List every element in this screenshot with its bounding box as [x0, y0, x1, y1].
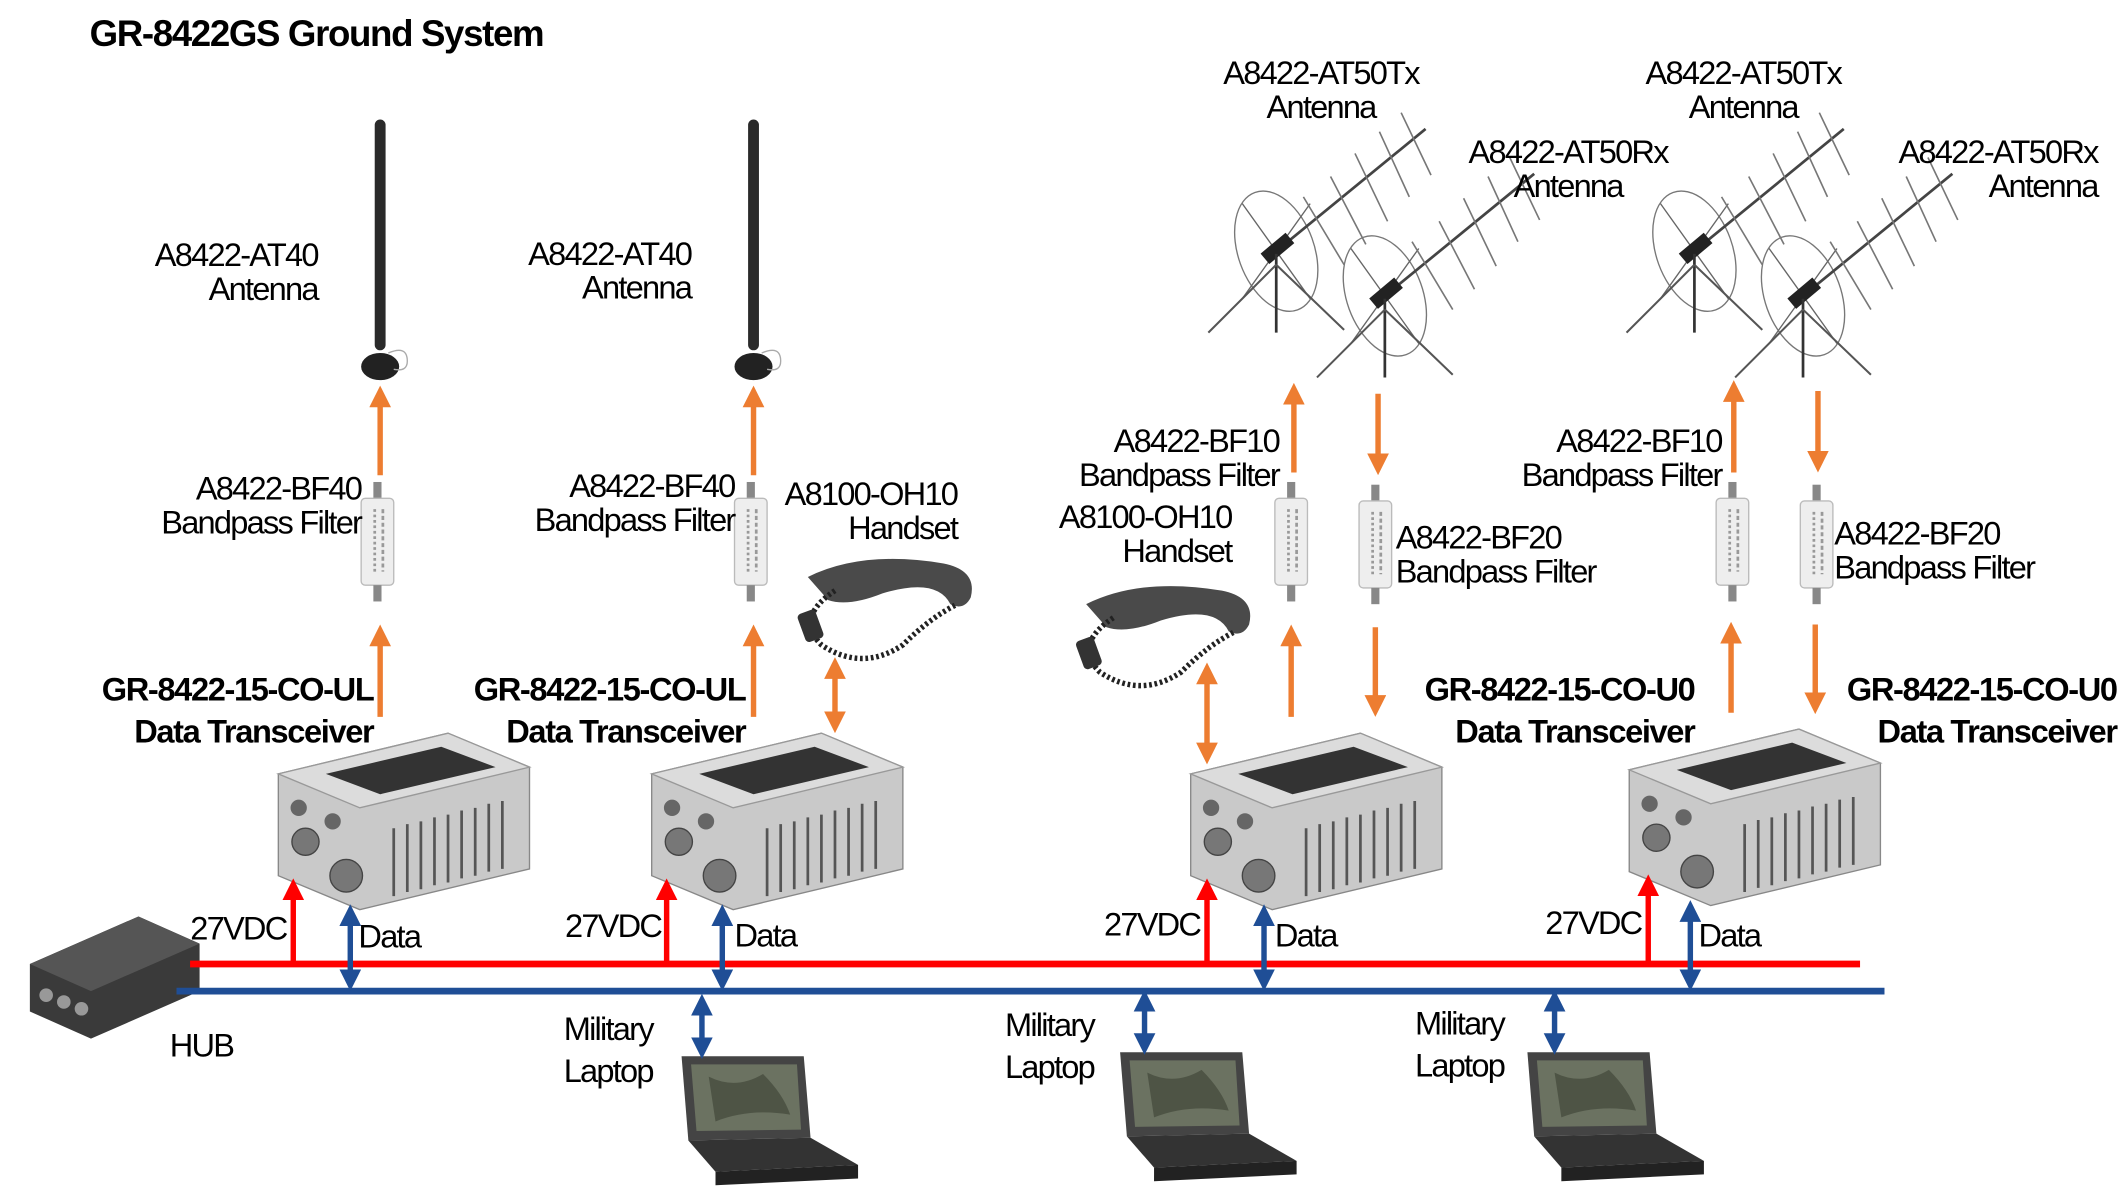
laptop-label-line2: Laptop — [563, 1053, 655, 1091]
power-label: 27VDC — [190, 911, 288, 948]
laptop-label-line1: Military — [563, 1011, 655, 1049]
data-label: Data — [1698, 917, 1762, 955]
transceiver-type: Data Transceiver — [1455, 714, 1695, 751]
filter-model: A8422-BF40 — [195, 471, 363, 508]
filter-type: Bandpass Filter — [1834, 549, 2036, 587]
filter-model: A8422-BF10 — [1556, 423, 1723, 461]
antenna-image — [360, 118, 408, 381]
filter-model: A8422-BF40 — [569, 468, 736, 506]
power-label: 27VDC — [1545, 905, 1643, 943]
data-label: Data — [358, 919, 422, 956]
data-label: Data — [1274, 917, 1339, 955]
filter-model: A8422-BF10 — [1113, 423, 1281, 461]
filter-model: A8422-BF20 — [1395, 519, 1563, 557]
antenna-type: Antenna — [1688, 89, 1800, 127]
antenna-image — [733, 118, 782, 381]
transceiver-label-1: GR-8422-15-CO-UL Data Transceiver — [101, 669, 375, 753]
power-label: 27VDC — [1103, 906, 1202, 944]
transceiver-model: GR-8422-15-CO-UL — [101, 672, 375, 709]
handset-model: A8100-OH10 — [784, 476, 959, 514]
antenna-model: A8422-AT50Tx — [1645, 55, 1842, 93]
filter-type: Bandpass Filter — [1079, 457, 1281, 495]
hub-label: HUB — [169, 1027, 235, 1065]
transceiver-label-2: GR-8422-15-CO-UL Data Transceiver — [473, 669, 747, 753]
antenna-model: A8422-AT50Rx — [1898, 134, 2099, 172]
filter-type: Bandpass Filter — [534, 502, 737, 540]
laptop-label-line2: Laptop — [1414, 1048, 1506, 1085]
antenna-type: Antenna — [1513, 168, 1625, 206]
transceiver-type: Data Transceiver — [1877, 714, 2118, 751]
data-label: Data — [734, 917, 799, 955]
filter-type: Bandpass Filter — [161, 505, 363, 542]
transceiver-type: Data Transceiver — [506, 714, 746, 751]
handset-model: A8100-OH10 — [1058, 499, 1233, 537]
antenna-type: Antenna — [582, 270, 693, 307]
antenna-model: A8422-AT40 — [154, 237, 320, 275]
laptop-label-line2: Laptop — [1004, 1049, 1096, 1087]
antenna-type: Antenna — [208, 271, 320, 309]
filter-type: Bandpass Filter — [1521, 457, 1724, 495]
filter-type: Bandpass Filter — [1395, 553, 1598, 591]
power-label: 27VDC — [564, 908, 663, 945]
antenna-type: Antenna — [1988, 168, 2100, 206]
handset-type: Handset — [1122, 533, 1233, 571]
laptop-label-line1: Military — [1414, 1006, 1506, 1043]
transceiver-type: Data Transceiver — [134, 714, 374, 751]
antenna-model: A8422-AT50Tx — [1223, 55, 1420, 93]
filter-model: A8422-BF20 — [1834, 515, 2001, 553]
antenna-model: A8422-AT50Rx — [1468, 134, 1670, 172]
antenna-model: A8422-AT40 — [528, 236, 693, 273]
handset-type: Handset — [848, 510, 959, 548]
transceiver-model: GR-8422-15-CO-UL — [473, 672, 747, 709]
transceiver-model: GR-8422-15-CO-U0 — [1424, 672, 1696, 709]
page-title: GR-8422GS Ground System — [89, 13, 545, 55]
transceiver-model: GR-8422-15-CO-U0 — [1846, 672, 2118, 709]
antenna-type: Antenna — [1266, 89, 1378, 127]
laptop-label-line1: Military — [1004, 1007, 1096, 1045]
